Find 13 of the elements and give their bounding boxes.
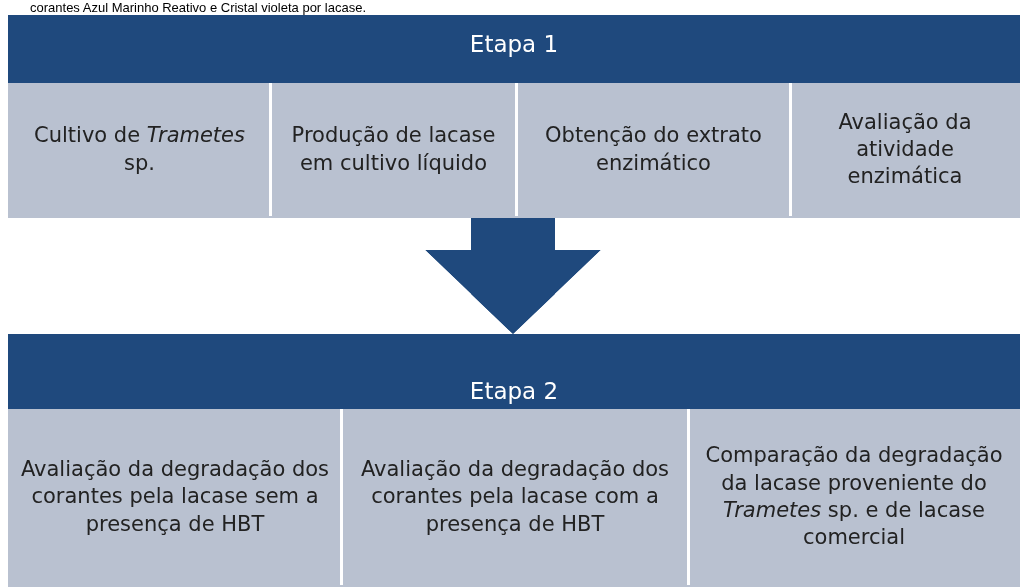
stage-panel xyxy=(8,334,1020,587)
step-text: Cultivo de Trametes sp. xyxy=(33,122,246,177)
step-text: Obtenção do extrato enzimático xyxy=(544,122,763,177)
step-text: Produção de lacase em cultivo líquido xyxy=(290,122,497,177)
block-arrow xyxy=(425,218,601,334)
stage-heading: Etapa 1 xyxy=(468,31,560,57)
step-text: Avaliação da atividade enzimática xyxy=(837,108,973,191)
step-text: Avaliação da degradação dos corantes pela lacase sem a presença de HBT xyxy=(19,456,331,538)
caption-text: corantes Azul Marinho Reativo e Cristal violeta por lacase. xyxy=(30,0,366,15)
step-text: Avaliação da degradação dos corantes pela lacase com a presença de HBT xyxy=(359,456,671,538)
stage-panel xyxy=(8,15,1020,218)
stage-heading: Etapa 2 xyxy=(468,378,560,404)
step-text: Comparação da degradação da lacase proveniente do Trametes sp. e de lacase comercial xyxy=(704,442,1004,552)
